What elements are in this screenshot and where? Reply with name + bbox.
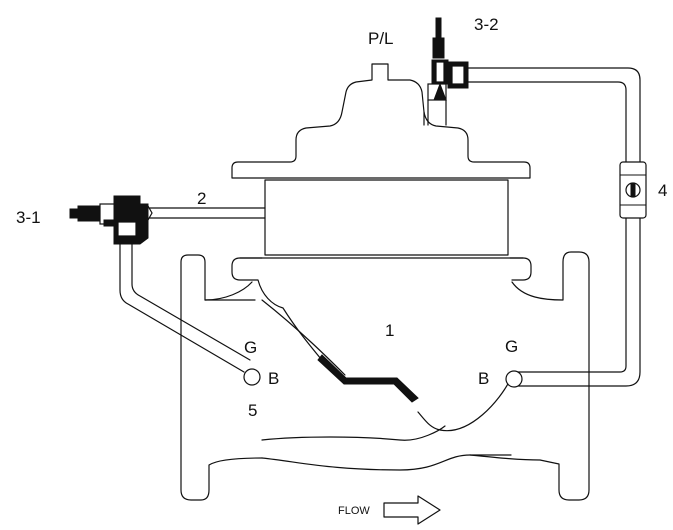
pilot-valve-left — [69, 195, 266, 245]
label-needle-valve: 4 — [658, 181, 667, 200]
right-tubing — [467, 67, 641, 388]
valve-disc — [317, 354, 419, 403]
flow-arrow — [383, 495, 441, 525]
left-tubing — [119, 243, 261, 386]
actuator-cylinder — [231, 63, 531, 256]
label-port-b-left: B — [268, 369, 279, 388]
label-main-valve: 1 — [385, 321, 394, 340]
label-port-b-right: B — [478, 369, 489, 388]
label-port-g-right: G — [505, 337, 518, 356]
valve-body — [180, 251, 590, 501]
label-flow: FLOW — [338, 505, 370, 517]
label-pilot-top: 3-2 — [474, 15, 499, 34]
label-port-g-left: G — [244, 338, 257, 357]
pilot-valve-top — [427, 17, 469, 126]
label-tube-upper: 2 — [197, 189, 206, 208]
label-port-top: P/L — [368, 29, 394, 48]
label-pilot-left: 3-1 — [16, 208, 41, 227]
needle-valve — [619, 161, 647, 219]
label-inlet-port: 5 — [248, 401, 257, 420]
